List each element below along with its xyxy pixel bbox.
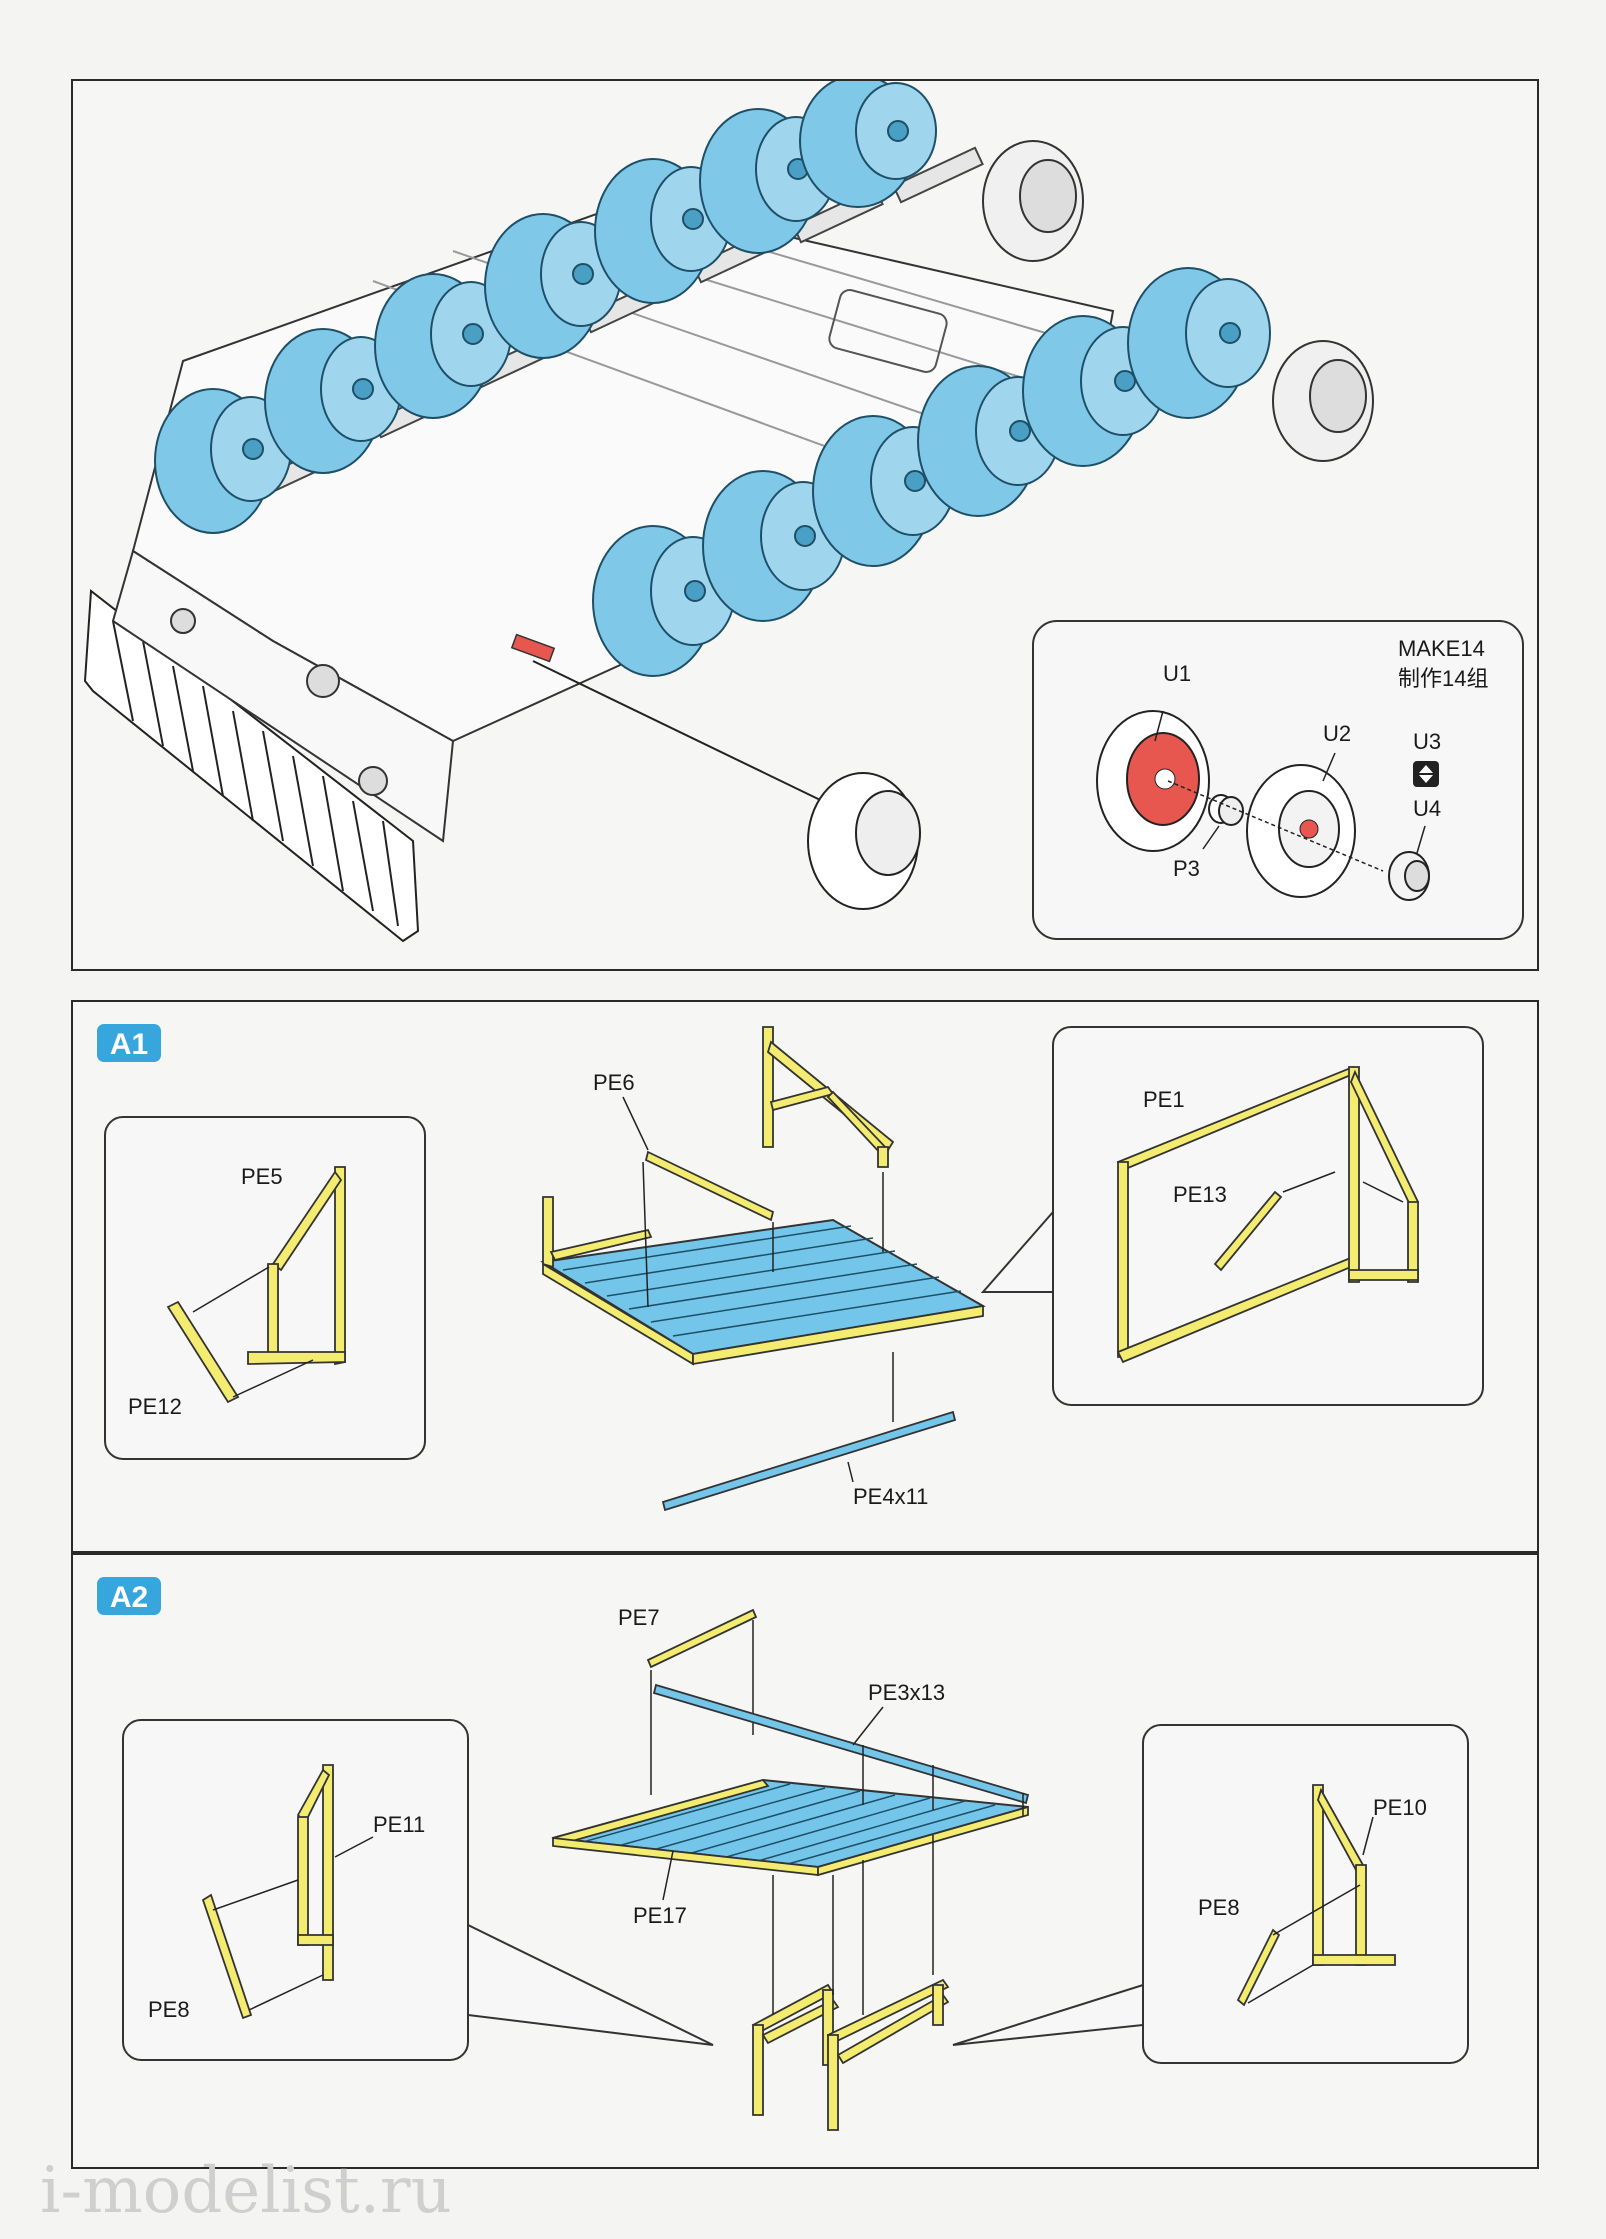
wheel-u1	[1096, 710, 1210, 852]
hub-cap-u4	[1388, 851, 1430, 901]
part-label-u2: U2	[1323, 721, 1351, 746]
label-pe17: PE17	[633, 1903, 687, 1928]
step-badge-a1	[97, 1024, 161, 1062]
front-plate	[111, 549, 455, 843]
part-pe7	[646, 1608, 758, 1669]
label-pe4: PE4x11	[853, 1484, 928, 1509]
step-a1-panel: A1 PE5 PE12 PE6 PE4x11	[71, 1000, 1539, 1553]
wheel-assembly-callout: MAKE14 制作14组 U1 U2 U3 U4 P3	[1032, 620, 1524, 940]
label-pe10: PE10	[1373, 1795, 1427, 1820]
a2-right-bracket	[1236, 1784, 1396, 2007]
callout-pointer	[952, 1983, 1144, 2046]
part-side-frame	[762, 1026, 895, 1168]
a1-left-bracket	[166, 1166, 346, 1404]
part-label-u3: U3	[1413, 729, 1441, 754]
label-pe12: PE12	[128, 1394, 182, 1419]
idler-wheels	[982, 140, 1374, 462]
label-pe13: PE13	[1173, 1182, 1227, 1207]
a2-detail-left	[122, 1719, 469, 2061]
label-pe8-left: PE8	[148, 1997, 190, 2022]
callout-pointer	[980, 1209, 1054, 1293]
label-pe5: PE5	[241, 1164, 283, 1189]
label-pe8-right: PE8	[1198, 1895, 1240, 1920]
road-wheel	[1127, 267, 1271, 419]
step-badge-a2-text: A2	[110, 1581, 148, 1614]
road-wheel	[799, 74, 937, 208]
label-pe6: PE6	[593, 1070, 635, 1095]
a1-right-frame	[1116, 1065, 1420, 1364]
front-grille	[83, 589, 420, 943]
label-pe11: PE11	[373, 1812, 425, 1837]
a2-detail-right	[1142, 1724, 1469, 2064]
step-a2-diagram: A2 PE11 PE8 PE7 PE3x13 PE17	[97, 1577, 1469, 2131]
axle-mount	[510, 633, 921, 910]
part-pe6	[644, 1150, 775, 1222]
step-badge-a1-text: A1	[110, 1028, 148, 1061]
part-pe3	[652, 1683, 1030, 1805]
part-label-p3: P3	[1173, 856, 1200, 881]
label-pe7: PE7	[618, 1605, 660, 1630]
part-label-u1: U1	[1163, 661, 1191, 686]
top-panel: MAKE14 制作14组 U1 U2 U3 U4 P3	[71, 74, 1539, 971]
road-wheels-near-side	[592, 267, 1271, 677]
step-a1-diagram: A1 PE5 PE12 PE6 PE4x11	[97, 1024, 1484, 1512]
step-badge-a2	[97, 1577, 161, 1615]
label-pe1: PE1	[1143, 1087, 1185, 1112]
a2-left-bracket	[201, 1764, 334, 2020]
flip-icon	[1413, 761, 1439, 787]
step-a2-panel: A2 PE11 PE8 PE7 PE3x13 PE17	[71, 1553, 1539, 2169]
wheel-u2	[1246, 764, 1356, 898]
part-pe4	[661, 1410, 957, 1512]
road-wheels-far-side	[154, 74, 937, 534]
hull-wheel-diagram: MAKE14 制作14组 U1 U2 U3 U4 P3	[83, 74, 1524, 943]
watermark-text: i-modelist.ru	[40, 2154, 452, 2228]
a2-bottom-brackets	[751, 1978, 950, 2131]
label-pe3: PE3x13	[868, 1680, 945, 1705]
a2-deck	[551, 1778, 1029, 1877]
watermark: i-modelist.ru	[40, 2150, 740, 2235]
make-count-label-cn: 制作14组	[1398, 666, 1488, 691]
make-count-label: MAKE14	[1398, 636, 1485, 661]
a1-platform	[540, 1196, 986, 1366]
part-label-u4: U4	[1413, 796, 1441, 821]
callout-pointer	[467, 1923, 714, 2046]
